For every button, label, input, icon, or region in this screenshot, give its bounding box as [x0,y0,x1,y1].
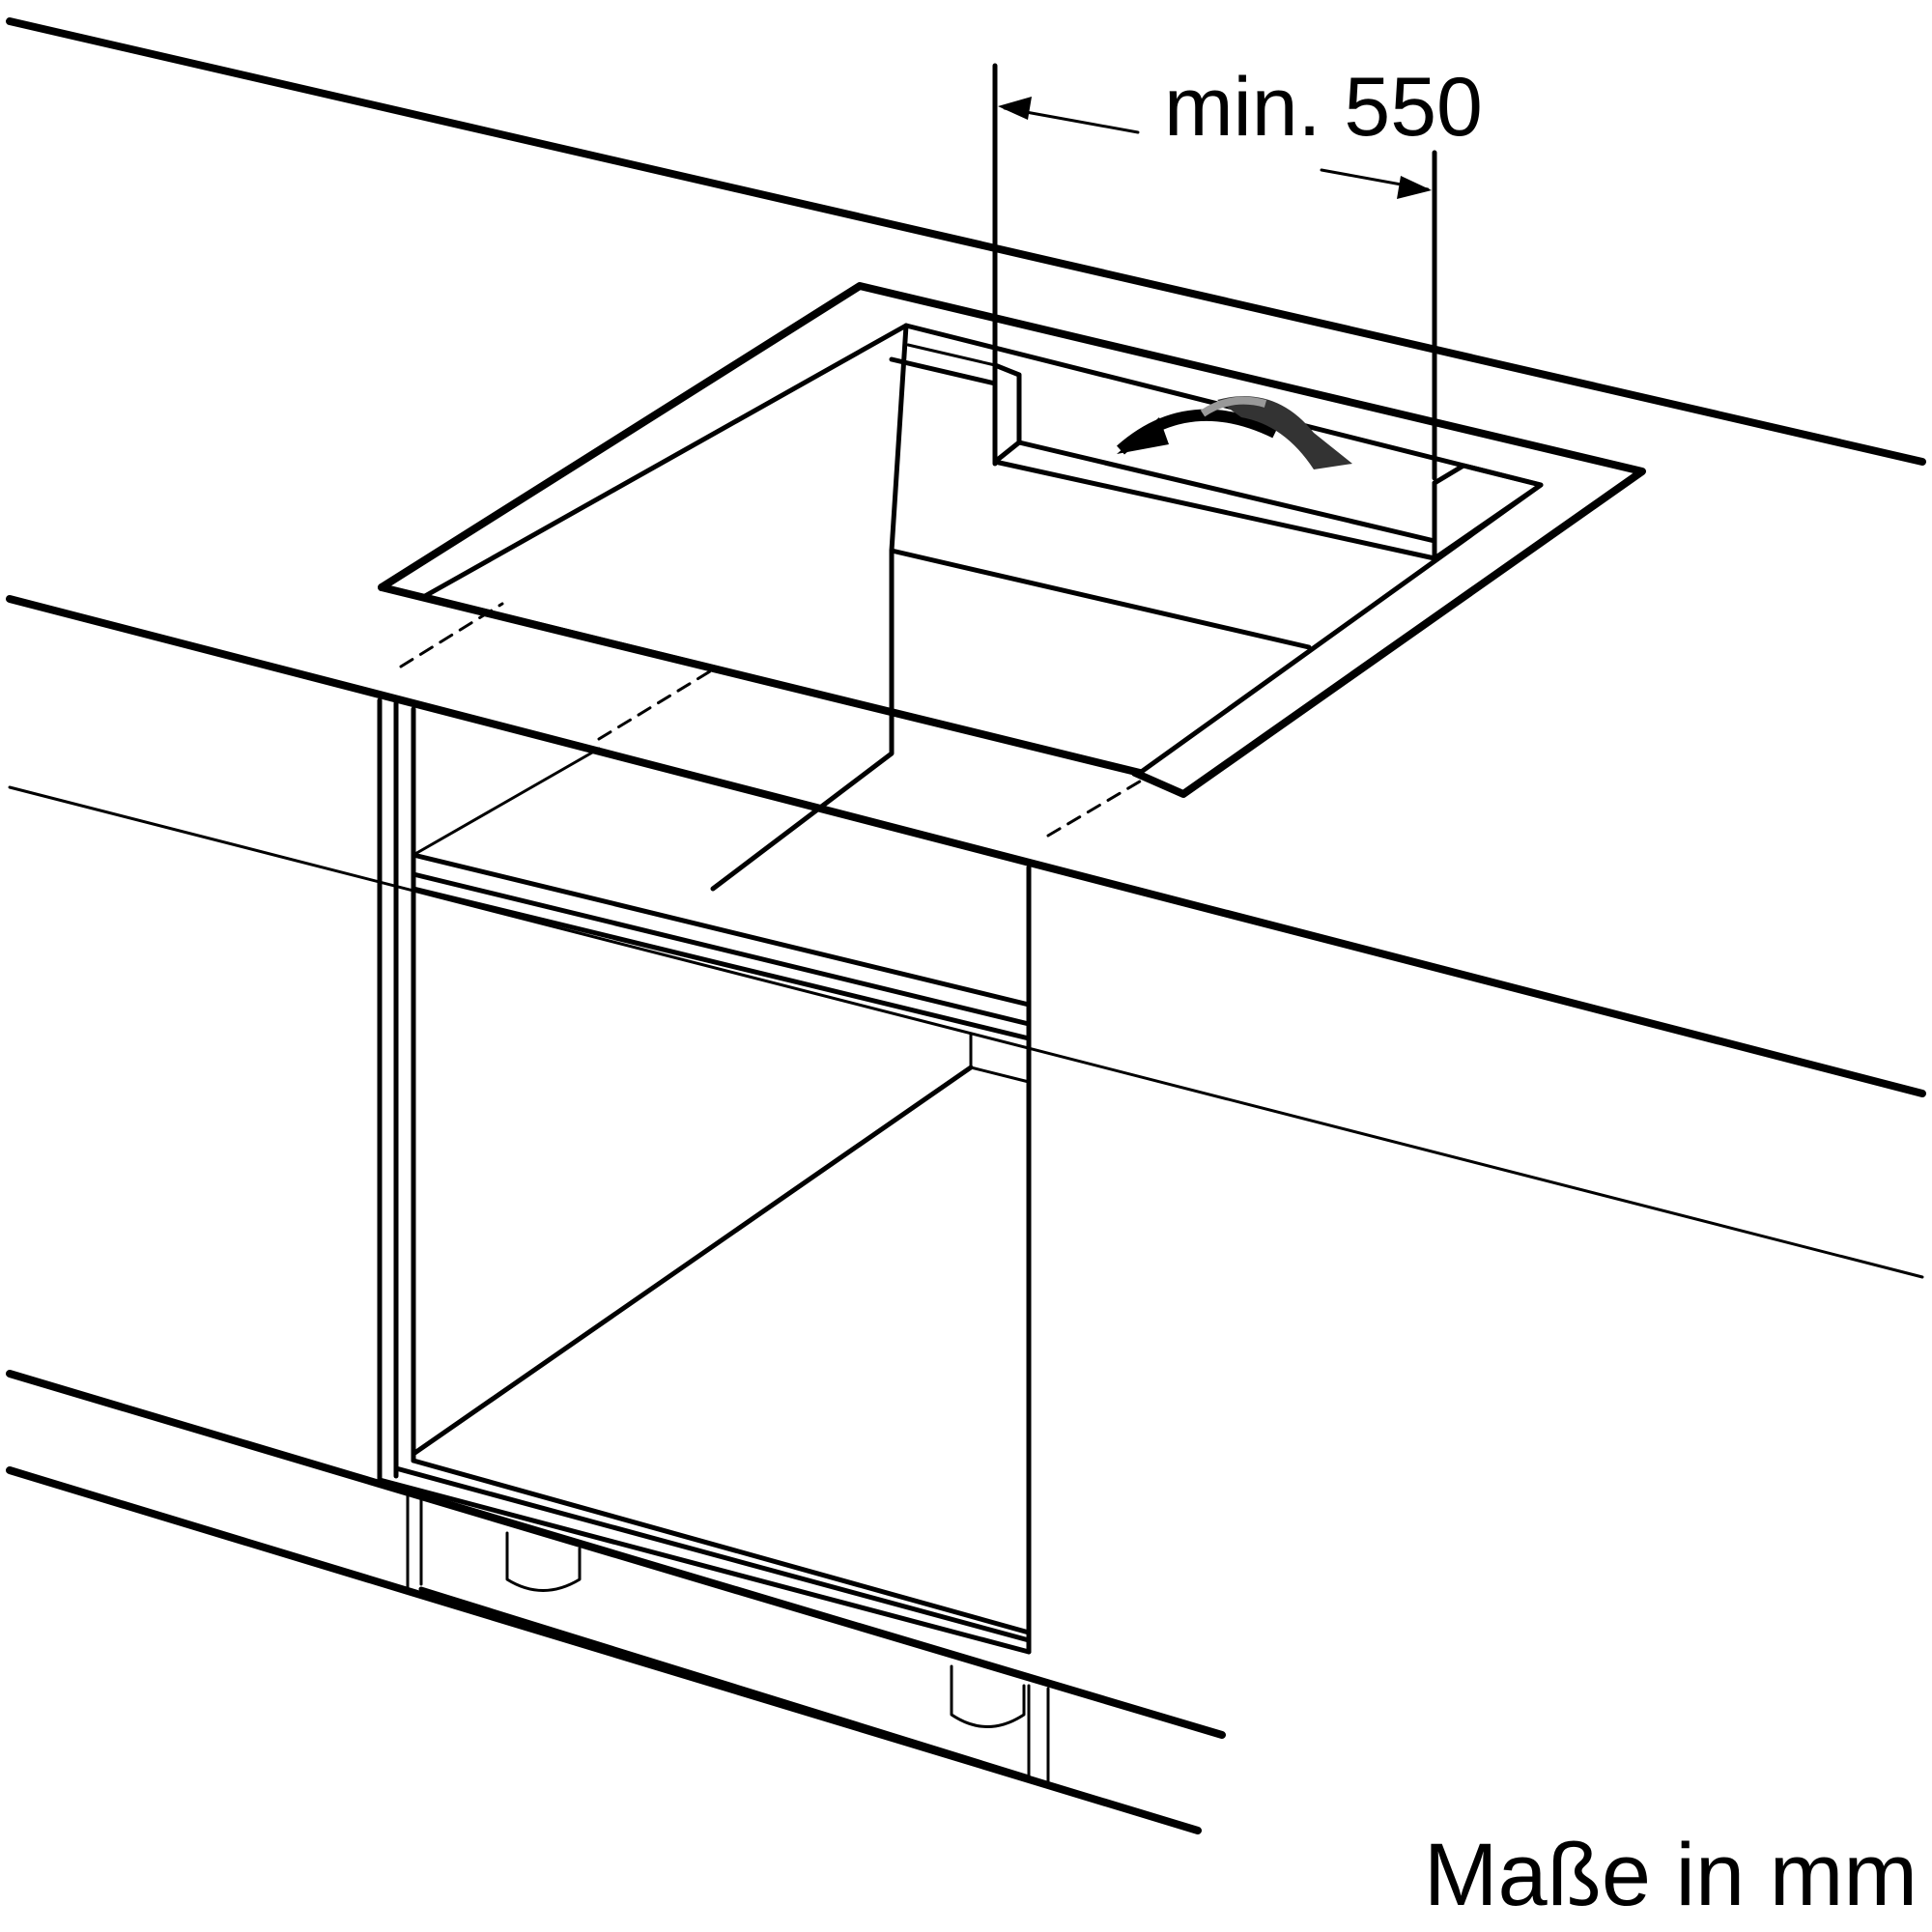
base-cabinet [377,697,1050,1784]
countertop [6,17,1926,1279]
worktop-cutout [378,282,1646,892]
hidden-lines [399,602,1147,838]
rotation-arrow-icon [1117,396,1352,469]
dimension-label: min. 550 [1164,61,1483,154]
units-label: Maße in mm [1424,1826,1918,1924]
plinth [6,1370,1226,1834]
dimension-indicator [992,63,1437,481]
cabinet-feet [505,1531,1026,1728]
